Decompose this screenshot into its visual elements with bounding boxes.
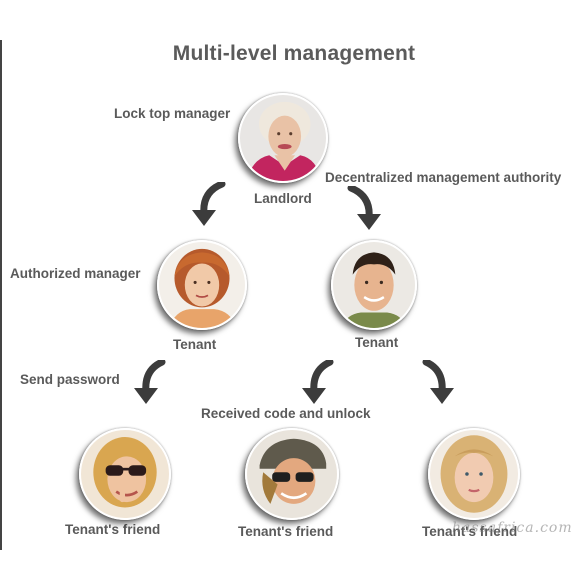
label-send-password: Send password [20,372,120,387]
curved-arrow-icon [192,182,226,226]
label-lock-top-manager: Lock top manager [114,106,231,121]
label-received-code: Received code and unlock [201,406,371,421]
caption-landlord: Landlord [254,191,312,206]
caption-friend-3: Tenant's friend [422,524,518,539]
landlord-avatar [238,93,328,183]
curved-arrow-icon [134,360,166,404]
caption-tenant-right: Tenant [355,335,399,350]
caption-friend-2: Tenant's friend [238,524,334,539]
curved-arrow-icon [347,186,381,230]
tenant-right-avatar [331,240,417,330]
tenant-left-avatar [157,240,247,330]
caption-tenant-left: Tenant [173,337,217,352]
friend-1-avatar [79,428,171,520]
watermark: hassafrica.com [452,520,573,536]
friend-3-avatar [428,428,520,520]
label-authorized-manager: Authorized manager [10,266,141,281]
curved-arrow-icon [422,360,454,404]
curved-arrow-icon [302,360,334,404]
left-border [0,40,2,550]
label-decentralized-authority: Decentralized management authority [325,170,562,185]
caption-friend-1: Tenant's friend [65,522,161,537]
diagram-title: Multi-level management [172,42,416,65]
friend-2-avatar [245,428,339,520]
